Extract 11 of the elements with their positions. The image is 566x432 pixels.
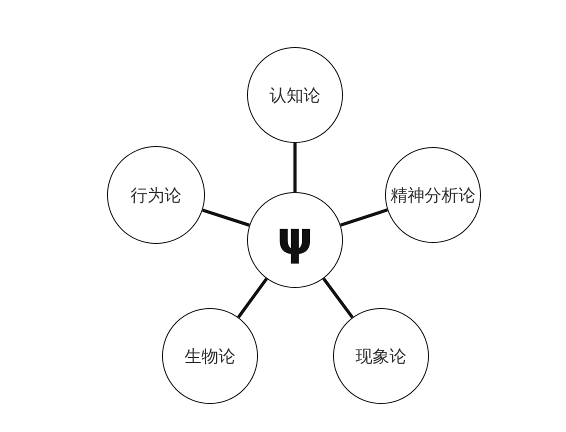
connector-line: [340, 208, 388, 227]
connector-line: [293, 143, 297, 192]
connector-line: [237, 278, 268, 318]
connector-line: [322, 278, 354, 318]
topic-circle: 现象论: [333, 308, 429, 404]
topic-circle: 行为论: [107, 146, 205, 244]
connector-line: [202, 208, 250, 227]
topic-circle: 认知论: [247, 47, 343, 143]
topic-circle: 生物论: [162, 308, 258, 404]
symbol-circle: ψ: [247, 192, 343, 288]
topic-circle: 精神分析论: [385, 147, 481, 243]
